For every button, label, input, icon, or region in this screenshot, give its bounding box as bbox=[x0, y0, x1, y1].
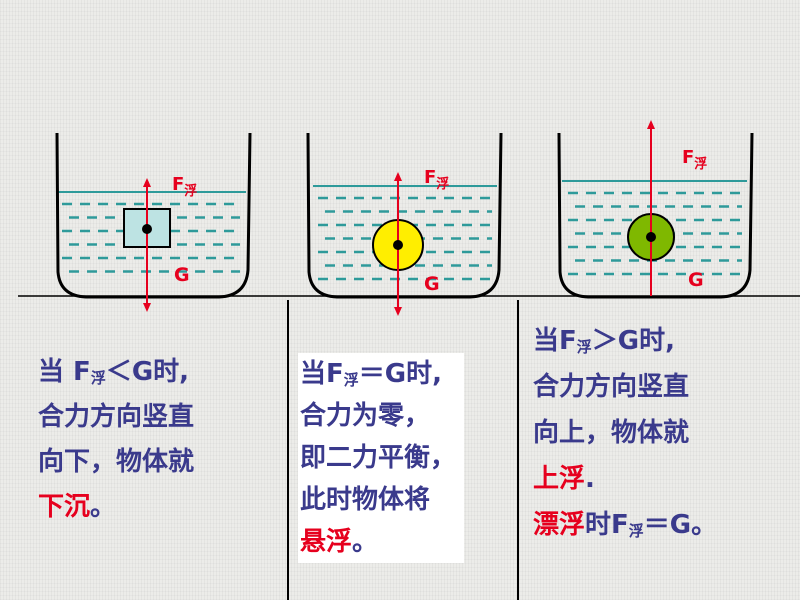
center-dot bbox=[142, 224, 152, 234]
caption-line: 当F浮＞G时, bbox=[533, 318, 717, 364]
caption-keyword: 漂浮 bbox=[533, 510, 586, 540]
caption-sinking: 当 F浮＜G时,合力方向竖直向下，物体就下沉。 bbox=[38, 350, 194, 530]
gravity-label: G bbox=[174, 264, 190, 286]
caption-segment: 即二力平衡， bbox=[300, 443, 457, 473]
caption-line: 此时物体将 bbox=[300, 479, 456, 521]
caption-line: 漂浮时F浮＝G。 bbox=[533, 502, 717, 548]
caption-segment: 浮 bbox=[343, 371, 359, 389]
water-dashes bbox=[318, 196, 492, 281]
caption-segment: 合力方向竖直 bbox=[533, 372, 690, 402]
beaker-outline bbox=[557, 132, 754, 299]
caption-line: 下沉。 bbox=[38, 485, 194, 530]
caption-line: 向下，物体就 bbox=[38, 440, 194, 485]
caption-segment: 合力为零， bbox=[300, 401, 431, 431]
caption-segment: 此时物体将 bbox=[300, 485, 431, 515]
caption-segment: ＞G时, bbox=[591, 326, 675, 356]
caption-segment: 时F bbox=[585, 510, 629, 540]
caption-segment: 浮 bbox=[90, 369, 106, 387]
caption-segment: 。 bbox=[352, 527, 379, 557]
caption-line: 即二力平衡， bbox=[300, 437, 456, 479]
caption-line: 悬浮。 bbox=[300, 521, 456, 563]
caption-line: 上浮. bbox=[533, 456, 717, 502]
caption-segment: 当F bbox=[533, 326, 577, 356]
center-dot bbox=[393, 240, 403, 250]
caption-floating: 当F浮＞G时,合力方向竖直向上，物体就上浮.漂浮时F浮＝G。 bbox=[533, 318, 717, 548]
beaker-sinking: F浮 G bbox=[55, 132, 252, 312]
water-dashes bbox=[568, 191, 742, 276]
buoyancy-label: F浮 bbox=[172, 174, 197, 199]
caption-segment: 当 F bbox=[38, 357, 91, 387]
buoyancy-label: F浮 bbox=[424, 167, 449, 192]
beaker-floating: F浮 G bbox=[557, 120, 754, 299]
caption-keyword: 悬浮 bbox=[300, 527, 353, 557]
caption-line: 合力为零， bbox=[300, 395, 456, 437]
caption-segment: . bbox=[585, 464, 595, 494]
beaker-suspended: F浮 G bbox=[306, 132, 503, 316]
caption-segment: 。 bbox=[90, 492, 117, 522]
caption-keyword: 上浮 bbox=[533, 464, 586, 494]
gravity-label: G bbox=[424, 273, 440, 295]
center-dot bbox=[646, 232, 656, 242]
caption-line: 当F浮＝G时, bbox=[300, 353, 456, 395]
beaker-outline bbox=[306, 132, 503, 299]
caption-segment: ＝G。 bbox=[643, 510, 718, 540]
caption-line: 合力方向竖直 bbox=[533, 364, 717, 410]
caption-segment: 合力方向竖直 bbox=[38, 402, 195, 432]
caption-segment: 浮 bbox=[576, 338, 592, 356]
caption-segment: ＜G时, bbox=[105, 357, 190, 387]
beaker-outline bbox=[55, 132, 252, 299]
caption-line: 当 F浮＜G时, bbox=[38, 350, 194, 395]
caption-keyword: 下沉 bbox=[38, 492, 91, 522]
caption-line: 向上，物体就 bbox=[533, 410, 717, 456]
caption-suspended: 当F浮＝G时, 合力为零， 即二力平衡， 此时物体将悬浮。 bbox=[298, 353, 465, 563]
caption-segment: ＝G时, bbox=[358, 359, 442, 389]
caption-segment: 浮 bbox=[628, 522, 644, 540]
gravity-label: G bbox=[688, 269, 704, 291]
caption-segment: 向下，物体就 bbox=[38, 447, 195, 477]
buoyancy-label: F浮 bbox=[682, 147, 707, 172]
caption-segment: 当F bbox=[300, 359, 344, 389]
water-dashes bbox=[62, 202, 240, 273]
caption-line: 合力方向竖直 bbox=[38, 395, 194, 440]
caption-segment: 向上，物体就 bbox=[533, 418, 690, 448]
